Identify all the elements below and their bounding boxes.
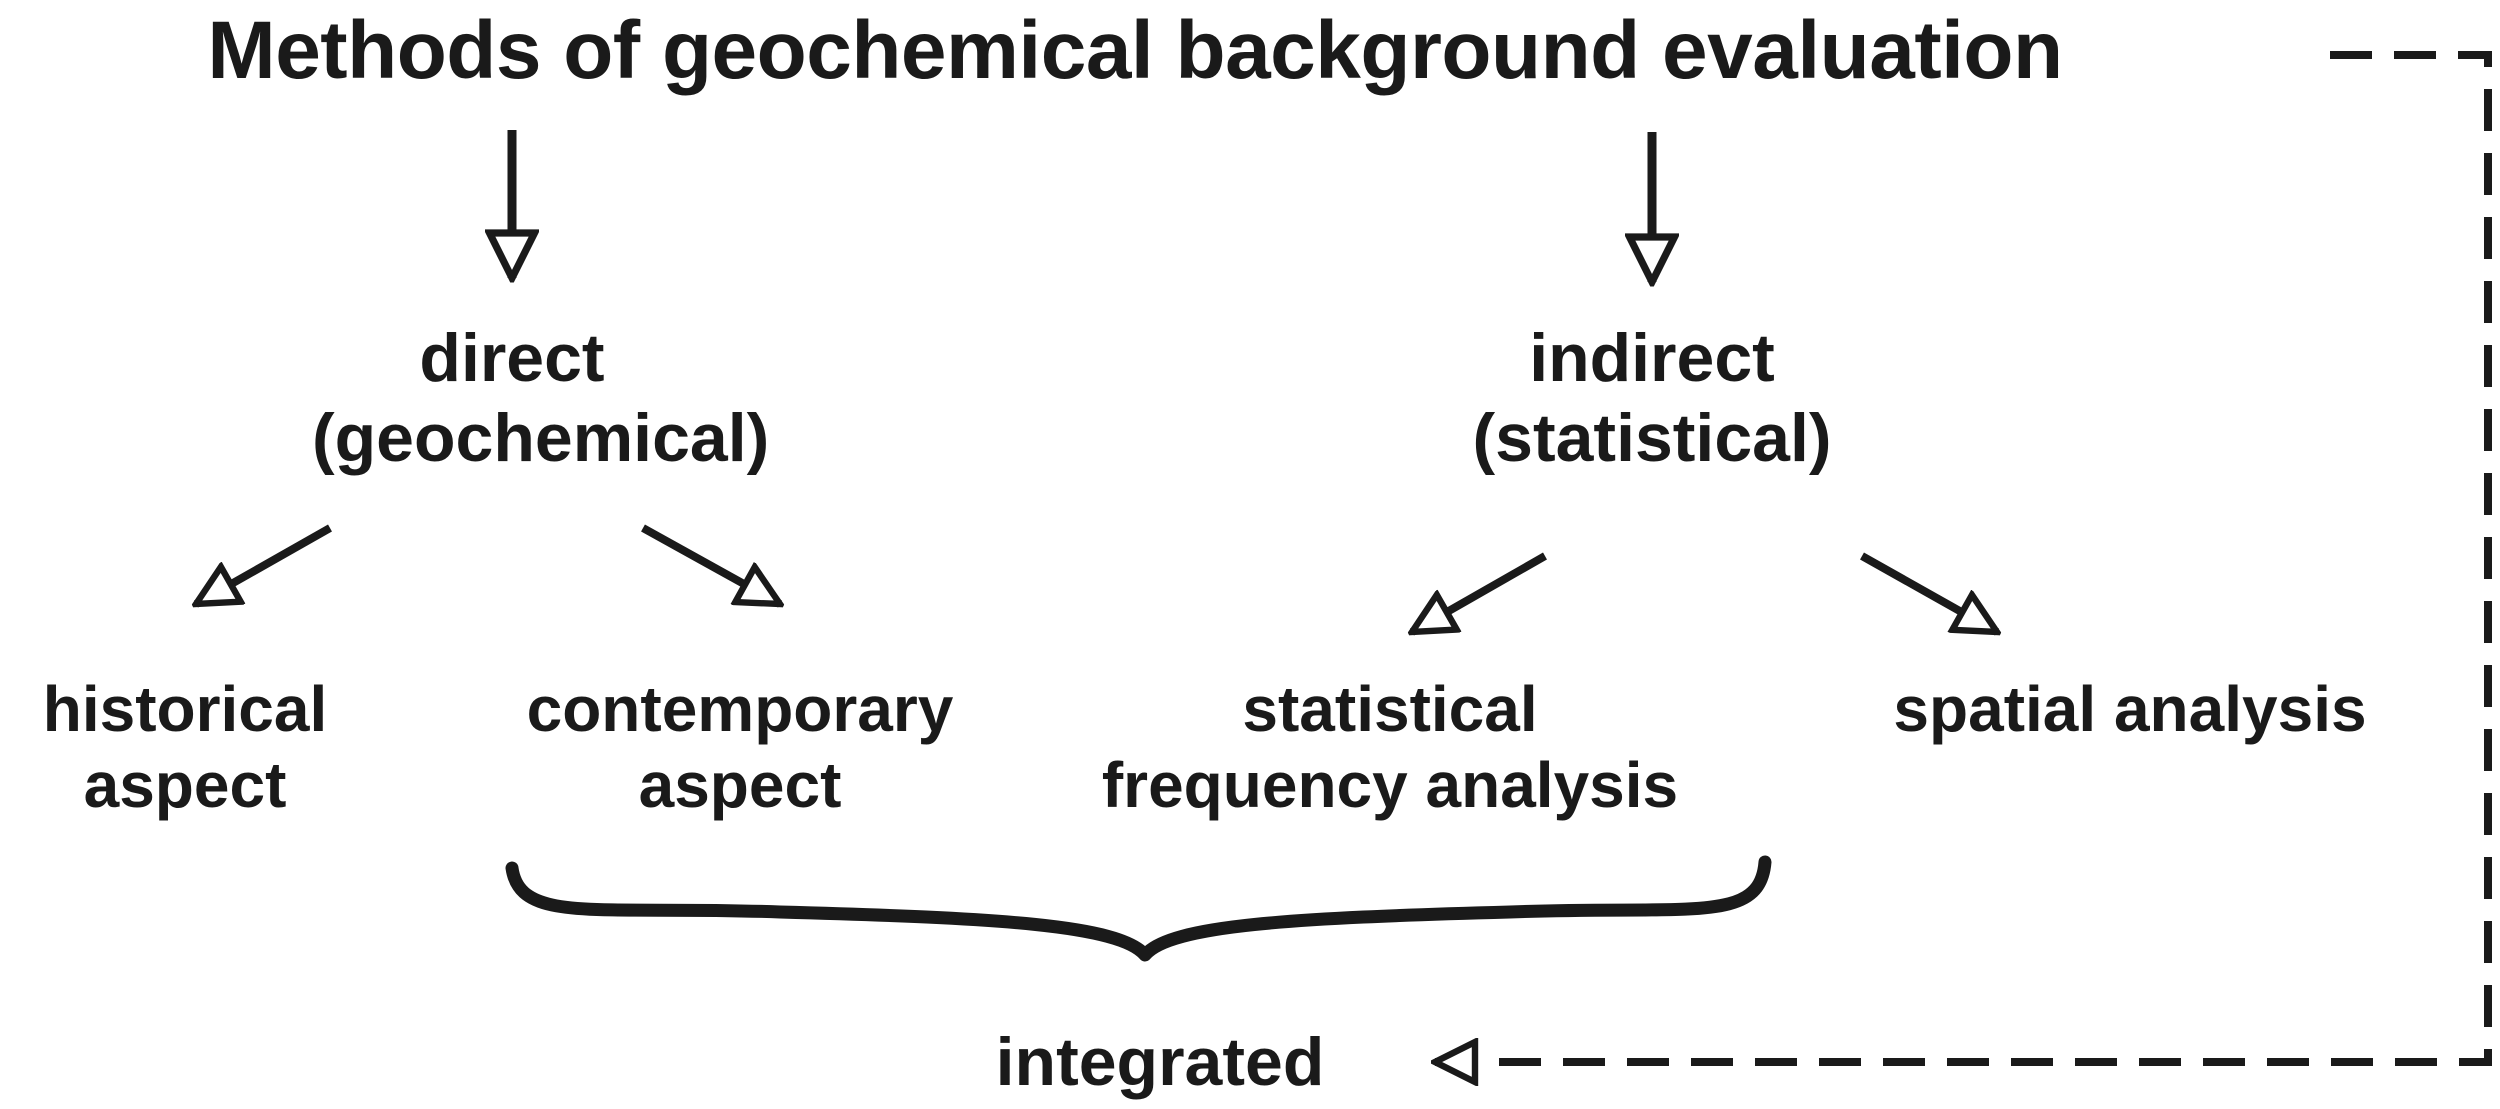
grouping-brace (505, 855, 1772, 962)
branch-direct: direct (geochemical) (312, 318, 770, 478)
leaf-statistical: statistical frequency analysis (1040, 672, 1740, 823)
dashed-connector-title-to-integrated (1435, 51, 2492, 1062)
leaf-statistical-line1: statistical (1242, 673, 1538, 745)
branch-indirect-line2: (statistical) (1472, 400, 1832, 477)
arrow-direct-to-historical (196, 524, 332, 604)
leaf-contemporary-line1: contemporary (526, 673, 954, 745)
leaf-historical: historical aspect (0, 672, 370, 823)
leaf-contemporary: contemporary aspect (460, 672, 1020, 823)
arrow-indirect-to-spatial (1860, 552, 1997, 632)
diagram-title: Methods of geochemical background evalua… (207, 5, 2063, 96)
branch-indirect: indirect (statistical) (1452, 318, 1852, 478)
integrated-label: integrated (995, 1024, 1325, 1100)
leaf-contemporary-line2: aspect (638, 748, 842, 821)
branch-indirect-line1: indirect (1529, 320, 1775, 396)
leaf-statistical-line2: frequency analysis (1101, 748, 1679, 821)
leaf-historical-line2: aspect (83, 748, 287, 821)
leaf-spatial: spatial analysis (1820, 672, 2440, 748)
branch-direct-line2: (geochemical) (312, 400, 770, 477)
leaf-historical-line1: historical (42, 673, 328, 745)
arrow-direct-to-contemporary (641, 524, 780, 608)
branch-direct-line1: direct (419, 320, 605, 396)
leaf-spatial-line1: spatial analysis (1893, 673, 2367, 745)
arrow-indirect-to-statistical (1412, 552, 1547, 632)
